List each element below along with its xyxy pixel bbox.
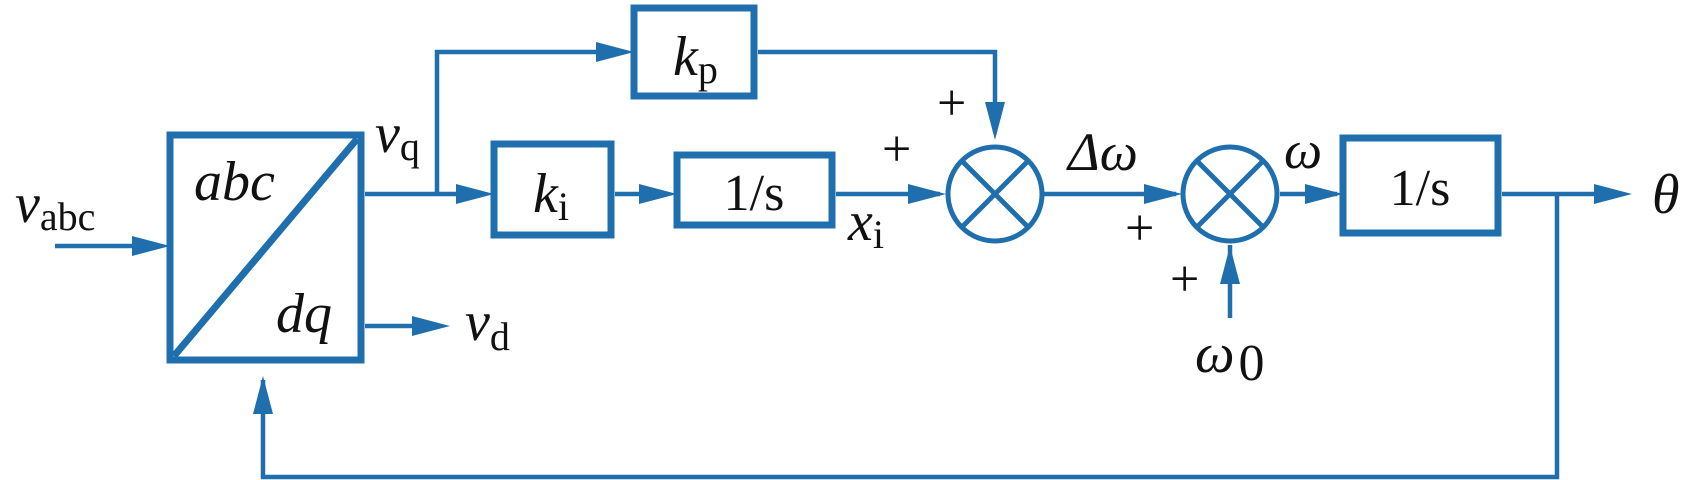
omega-0-label: ω0 — [1195, 323, 1265, 392]
arrowhead-sum1-left — [908, 184, 946, 204]
v-d-label: vd — [465, 291, 510, 359]
theta-label: θ — [1652, 164, 1680, 226]
kp-gain-label: kp — [673, 26, 718, 92]
abc-dq-transform-block — [166, 131, 365, 364]
summing-junction-1 — [945, 144, 1045, 244]
plus-sign-kp-input: + — [937, 75, 966, 132]
plus-sign-xi-input: + — [882, 121, 911, 178]
summing-junction-2 — [1180, 144, 1280, 244]
arrowhead-sum1-top — [985, 102, 1005, 140]
arrowhead-feedback — [253, 376, 273, 414]
v-q-label: vq — [375, 103, 420, 169]
integrator-2-label: 1/s — [1390, 160, 1451, 217]
delta-omega-label: Δω — [1066, 122, 1138, 182]
arrowhead-sum2-left — [1144, 184, 1182, 204]
x-i-label: xi — [847, 191, 884, 257]
integrator-1-label: 1/s — [724, 165, 785, 222]
integrator-block-2 — [1339, 134, 1502, 237]
transform-bottom-label: dq — [276, 283, 332, 345]
transform-top-label: abc — [194, 151, 275, 213]
kp-gain-block — [630, 4, 758, 100]
integrator-block-1 — [673, 151, 836, 229]
omega-label: ω — [1284, 120, 1322, 180]
ki-gain-label: ki — [533, 163, 569, 229]
ki-gain-block — [490, 140, 615, 239]
plus-sign-delta-omega-input: + — [1125, 200, 1154, 257]
arrowhead-sum2-bottom — [1220, 246, 1240, 284]
arrowhead-ki — [456, 184, 494, 204]
wire-theta-feedback — [260, 194, 1560, 480]
arrowhead-vd — [412, 316, 450, 336]
v-abc-label: vabc — [15, 173, 95, 239]
wire-kp-branch-up — [434, 49, 625, 194]
abc-dq-diagonal — [171, 136, 360, 359]
arrowhead-theta — [1594, 184, 1632, 204]
plus-sign-omega0-input: + — [1170, 251, 1199, 308]
arrowhead-int2 — [1305, 184, 1343, 204]
arrowhead-kp — [596, 42, 634, 62]
arrowhead-vabc — [132, 236, 170, 256]
arrowhead-int1 — [639, 184, 677, 204]
